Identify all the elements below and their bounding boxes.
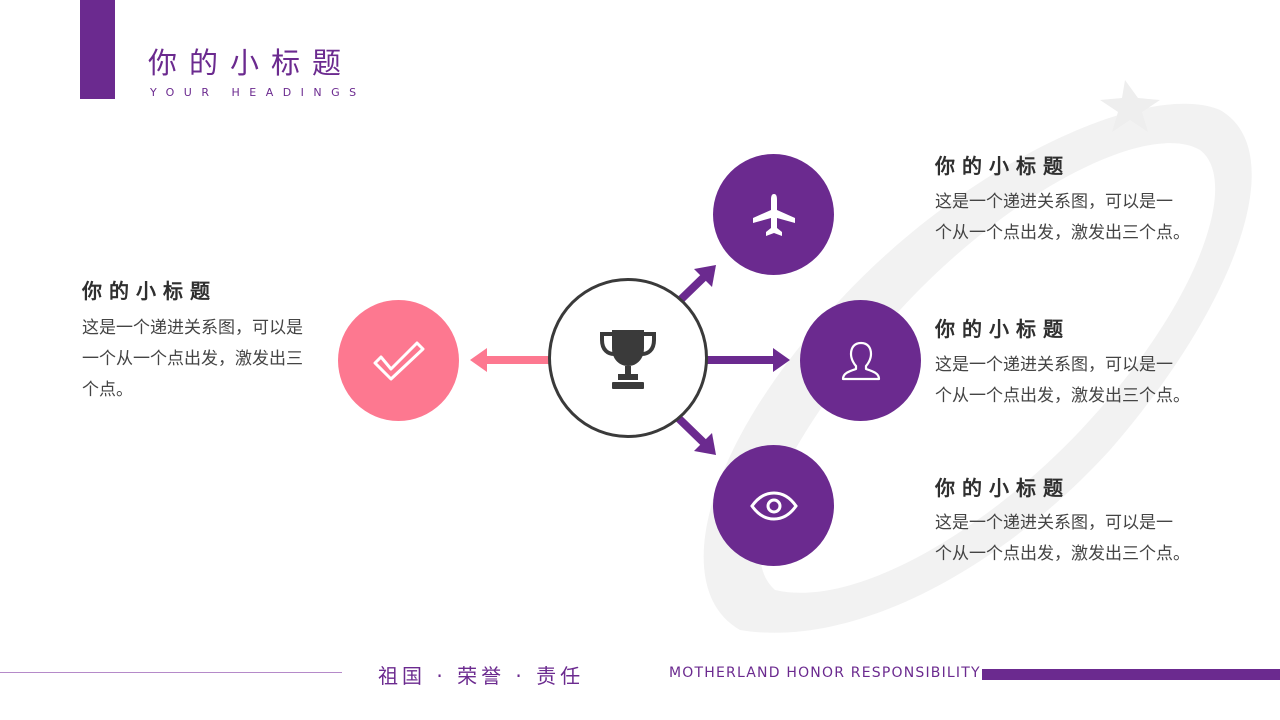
right-block-3-desc: 这是一个递进关系图，可以是一 个从一个点出发，激发出三个点。 xyxy=(935,513,1190,564)
left-circle xyxy=(338,300,459,421)
right-circle-top xyxy=(713,154,834,275)
center-circle xyxy=(548,278,708,438)
right-block-1-title: 你的小标题 xyxy=(935,154,1070,178)
right-block-2-desc: 这是一个递进关系图，可以是一 个从一个点出发，激发出三个点。 xyxy=(935,355,1190,406)
right-block-3-title: 你的小标题 xyxy=(935,476,1070,500)
header-accent-bar xyxy=(80,0,115,99)
footer-line-left xyxy=(0,672,342,673)
check-icon xyxy=(373,341,424,380)
airplane-icon xyxy=(752,193,795,236)
left-block-desc: 这是一个递进关系图，可以是 一个从一个点出发，激发出三 个点。 xyxy=(82,318,303,400)
user-icon xyxy=(841,341,880,380)
right-block-2-title: 你的小标题 xyxy=(935,317,1070,341)
right-block-1-desc: 这是一个递进关系图，可以是一 个从一个点出发，激发出三个点。 xyxy=(935,192,1190,243)
right-circle-middle xyxy=(800,300,921,421)
footer-bar-right xyxy=(982,669,1280,680)
eye-icon xyxy=(749,490,798,521)
footer-slogan-chinese: 祖国 · 荣誉 · 责任 xyxy=(378,664,585,688)
footer-slogan-english: MOTHERLAND HONOR RESPONSIBILITY xyxy=(669,665,981,681)
left-block-title: 你的小标题 xyxy=(82,279,217,303)
right-circle-bottom xyxy=(713,445,834,566)
trophy-icon xyxy=(600,330,656,389)
page-title: 你的小标题 xyxy=(148,46,354,80)
page-subtitle: YOUR HEADINGS xyxy=(150,86,366,99)
